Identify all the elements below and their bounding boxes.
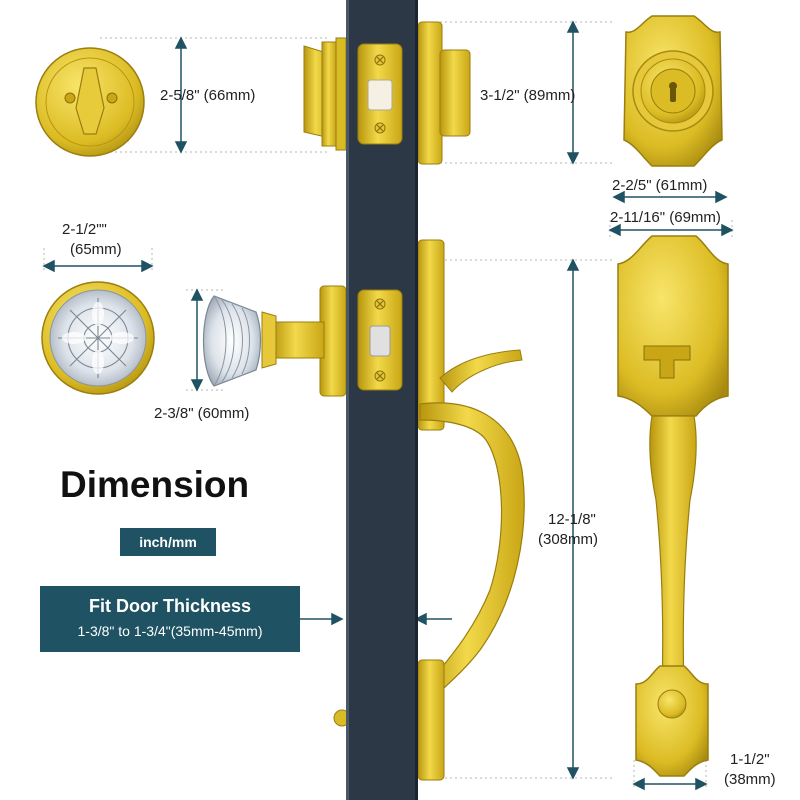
fit-door-thickness-panel: Fit Door Thickness 1-3/8" to 1-3/4"(35mm… bbox=[40, 586, 300, 652]
unit-badge: inch/mm bbox=[120, 528, 216, 556]
dimension-lines bbox=[42, 20, 734, 791]
knob-diameter-mm-label: (65mm) bbox=[70, 241, 122, 258]
guide-lines bbox=[43, 21, 733, 790]
knob-diameter-inch-label: 2-1/2"" bbox=[62, 221, 107, 238]
deadbolt-faceplate bbox=[357, 43, 403, 145]
handle-base-width-mm-label: (38mm) bbox=[724, 771, 776, 788]
handleset-side-view bbox=[333, 349, 525, 781]
thumbturn-diameter-label: 2-5/8" (66mm) bbox=[160, 87, 256, 104]
deadbolt-height-label: 3-1/2" (89mm) bbox=[480, 87, 576, 104]
latch-faceplate bbox=[357, 289, 403, 391]
fit-door-heading: Fit Door Thickness bbox=[88, 596, 252, 616]
handleset-width-label: 2-11/16" (69mm) bbox=[610, 209, 721, 226]
knob-projection-label: 2-3/8" (60mm) bbox=[154, 405, 250, 422]
handleset-front-view bbox=[617, 235, 729, 777]
page-title: Dimension bbox=[60, 464, 250, 505]
handleset-height-inch-label: 12-1/8" bbox=[548, 511, 596, 528]
fit-door-range: 1-3/8" to 1-3/4"(35mm-45mm) bbox=[77, 623, 263, 639]
crystal-knob-front-view bbox=[41, 281, 155, 395]
deadbolt-exterior-front-view bbox=[623, 15, 723, 167]
deadbolt-thumbturn-rosette bbox=[35, 47, 145, 157]
deadbolt-side-view bbox=[303, 21, 471, 165]
handleset-height-mm-label: (308mm) bbox=[538, 531, 599, 548]
passage-knob-side-view bbox=[202, 239, 445, 431]
deadbolt-width-label: 2-2/5" (61mm) bbox=[612, 177, 708, 194]
handle-base-width-inch-label: 1-1/2" bbox=[730, 751, 770, 768]
